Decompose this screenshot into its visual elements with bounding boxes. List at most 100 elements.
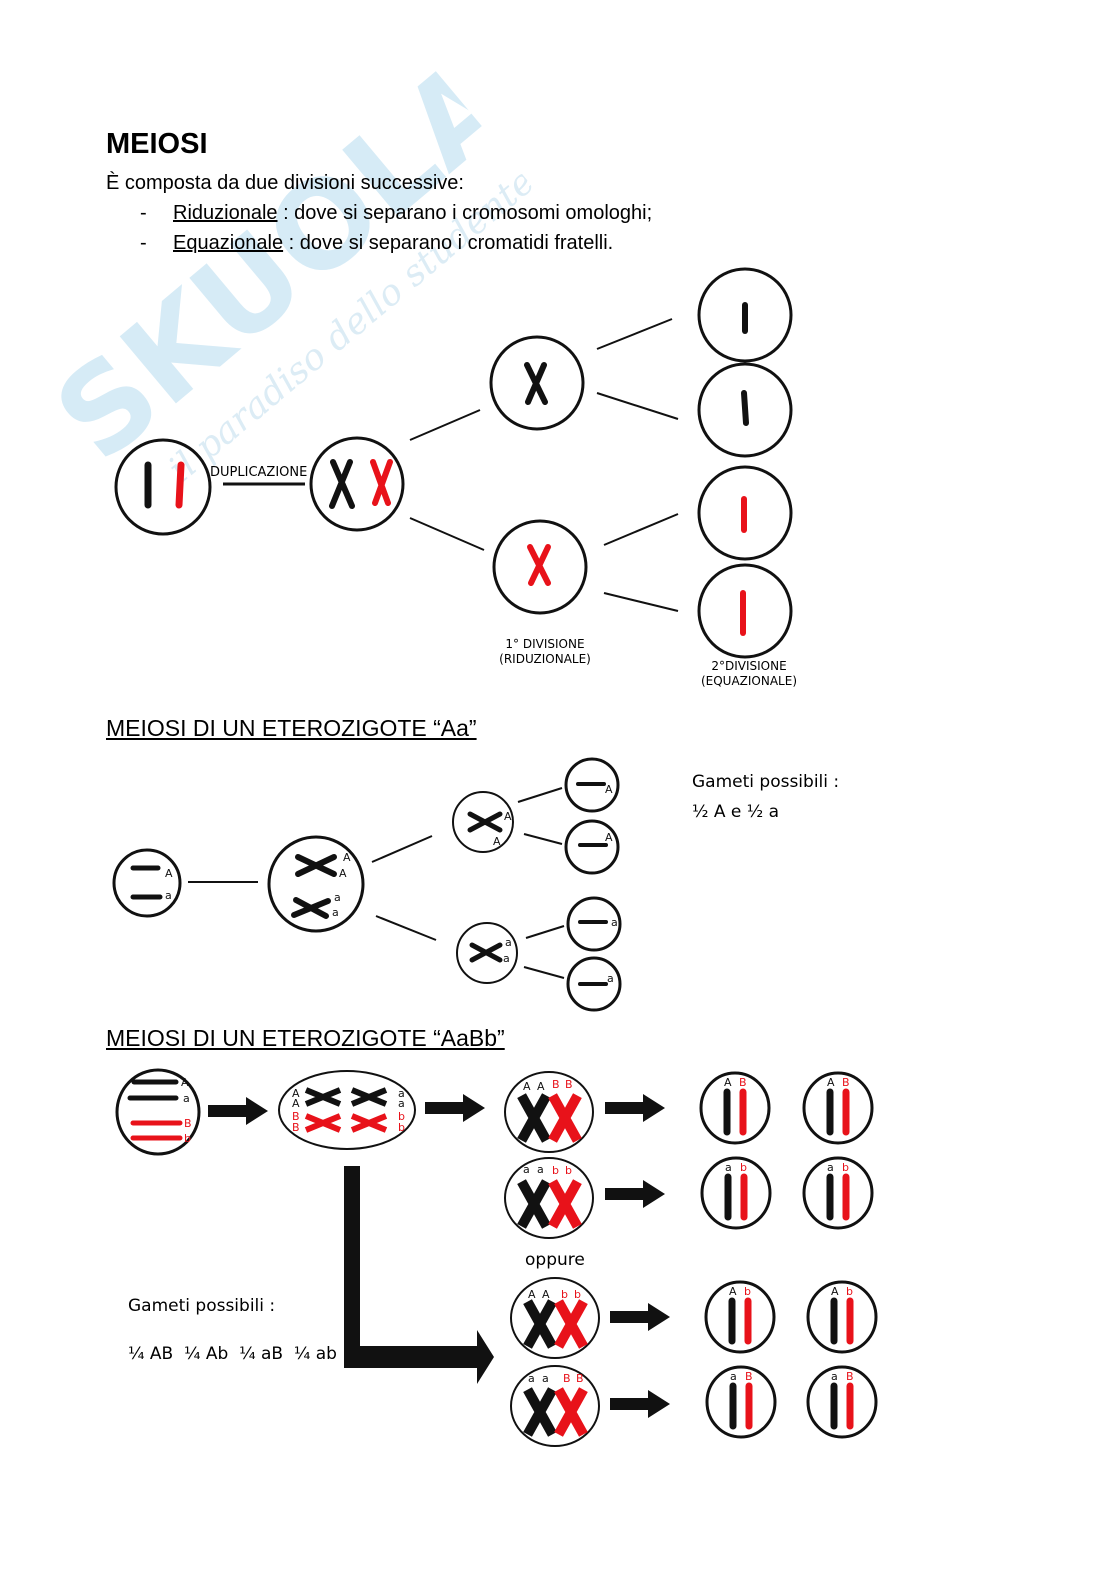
arrow-icon bbox=[605, 1094, 665, 1122]
gamete-cell-1 bbox=[697, 267, 793, 363]
allele-label: a bbox=[503, 952, 510, 965]
allele-label: a bbox=[332, 906, 339, 919]
allele-label: A bbox=[605, 831, 613, 844]
allele-label: A bbox=[523, 1080, 531, 1093]
allele-label: b bbox=[398, 1121, 405, 1134]
sister-chromatids-a bbox=[291, 897, 331, 919]
allele-label: b bbox=[846, 1285, 853, 1298]
connector-line bbox=[596, 392, 679, 420]
gamete-cell-3 bbox=[697, 465, 793, 561]
allele-label: A bbox=[542, 1288, 550, 1301]
bullet-text: : dove si separano i cromatidi fratelli. bbox=[283, 232, 614, 254]
sister-chromatids-black bbox=[524, 362, 548, 405]
allele-label: B bbox=[552, 1078, 560, 1091]
sister-chromatids-a bbox=[350, 1087, 388, 1107]
division1-cell-Ab bbox=[510, 1277, 600, 1359]
sister-chromatids-b bbox=[350, 1113, 388, 1133]
sister-chromatids-red bbox=[370, 459, 393, 506]
sister-chromatids-black bbox=[329, 459, 355, 509]
bullet-term: Equazionale bbox=[173, 232, 284, 254]
gamete-cell-Ab bbox=[704, 1280, 776, 1354]
gamete-cell-2 bbox=[697, 362, 793, 458]
division1-cell-red bbox=[492, 519, 588, 615]
allele-label: b bbox=[744, 1285, 751, 1298]
bullet-dash: - bbox=[140, 202, 147, 224]
aa-parent-cell bbox=[112, 848, 182, 918]
allele-label: B bbox=[739, 1076, 747, 1089]
bullet-riduzionale: -Riduzionale : dove si separano i cromos… bbox=[140, 202, 652, 225]
allele-label: A bbox=[292, 1087, 300, 1100]
allele-label: A bbox=[537, 1080, 545, 1093]
allele-label: a bbox=[528, 1372, 535, 1385]
allele-label: A bbox=[827, 1076, 835, 1089]
aa-division1-cell-a bbox=[456, 922, 518, 984]
duplication-label: DUPLICAZIONE bbox=[210, 465, 308, 480]
allele-label: a bbox=[165, 889, 172, 902]
division1-cell-AB bbox=[504, 1071, 594, 1153]
aabb-duplicated-cell bbox=[278, 1070, 416, 1150]
allele-label: B bbox=[292, 1110, 300, 1123]
aabb-diagram: A a B b A A B B a a b b A A B B a a b b … bbox=[115, 1068, 878, 1447]
allele-label: A bbox=[181, 1076, 189, 1089]
alternative-label: oppure bbox=[525, 1250, 585, 1270]
first-division-line1: 1° DIVISIONE bbox=[505, 637, 585, 651]
first-division-line2: (RIDUZIONALE) bbox=[499, 652, 591, 666]
section-aa-heading: MEIOSI DI UN ETEROZIGOTE “Aa” bbox=[106, 715, 477, 741]
bullet-equazionale: -Equazionale : dove si separano i cromat… bbox=[140, 232, 613, 255]
allele-label: A bbox=[504, 810, 512, 823]
sister-chromatids-red bbox=[527, 544, 551, 586]
allele-label: a bbox=[831, 1370, 838, 1383]
allele-label: a bbox=[334, 891, 341, 904]
aabb-parent-cell bbox=[115, 1068, 201, 1156]
division1-cell-aB bbox=[510, 1365, 600, 1447]
allele-label: A bbox=[605, 783, 613, 796]
connector-line bbox=[523, 833, 563, 845]
second-division-label: 2°DIVISIONE (EQUAZIONALE) bbox=[694, 659, 804, 689]
aa-gametes-title: Gameti possibili : bbox=[692, 772, 840, 792]
gamete-cell-AB bbox=[802, 1071, 874, 1145]
allele-label: b bbox=[842, 1161, 849, 1174]
allele-label: B bbox=[842, 1076, 850, 1089]
aa-gamete-cell-1 bbox=[564, 757, 620, 813]
branch-arrow-icon bbox=[344, 1166, 494, 1384]
sister-chromatids-A bbox=[467, 811, 503, 833]
aa-gamete-cell-3 bbox=[566, 896, 622, 952]
connector-line bbox=[525, 925, 565, 939]
allele-label: a bbox=[725, 1161, 732, 1174]
gamete-cell-aB bbox=[806, 1365, 878, 1439]
allele-label: a bbox=[523, 1163, 530, 1176]
aa-gamete-cell-4 bbox=[566, 956, 622, 1012]
connector-line bbox=[523, 966, 565, 979]
allele-label: A bbox=[292, 1097, 300, 1110]
aabb-gametes-values: ¼ AB ¼ Ab ¼ aB ¼ ab bbox=[128, 1344, 337, 1364]
division1-cell-ab bbox=[504, 1157, 594, 1239]
allele-label: A bbox=[343, 851, 351, 864]
connector-line bbox=[371, 835, 433, 863]
allele-label: a bbox=[542, 1372, 549, 1385]
meiosis-diagram bbox=[114, 267, 793, 659]
allele-label: A bbox=[339, 867, 347, 880]
parent-cell bbox=[114, 438, 212, 536]
intro-text: È composta da due divisioni successive: bbox=[106, 172, 464, 194]
second-division-line1: 2°DIVISIONE bbox=[711, 659, 787, 673]
allele-label: b bbox=[398, 1110, 405, 1123]
allele-label: a bbox=[611, 916, 618, 929]
allele-label: A bbox=[831, 1285, 839, 1298]
gamete-cell-aB bbox=[705, 1365, 777, 1439]
allele-label: B bbox=[846, 1370, 854, 1383]
allele-label: A bbox=[729, 1285, 737, 1298]
connector-line bbox=[375, 915, 437, 941]
allele-label: a bbox=[183, 1092, 190, 1105]
allele-label: A bbox=[528, 1288, 536, 1301]
allele-label: b bbox=[552, 1164, 559, 1177]
connector-line bbox=[409, 409, 481, 441]
gamete-cell-AB bbox=[699, 1071, 771, 1145]
chromosome-red bbox=[175, 461, 185, 509]
aabb-gametes-title: Gameti possibili : bbox=[128, 1296, 276, 1316]
allele-label: B bbox=[292, 1121, 300, 1134]
aa-gametes-values: ½ A e ½ a bbox=[692, 802, 780, 822]
aa-diagram: A a A A a a A A a a A A a a bbox=[112, 757, 622, 1012]
allele-label: A bbox=[165, 867, 173, 880]
arrow-icon bbox=[610, 1303, 670, 1331]
arrow-icon bbox=[605, 1180, 665, 1208]
